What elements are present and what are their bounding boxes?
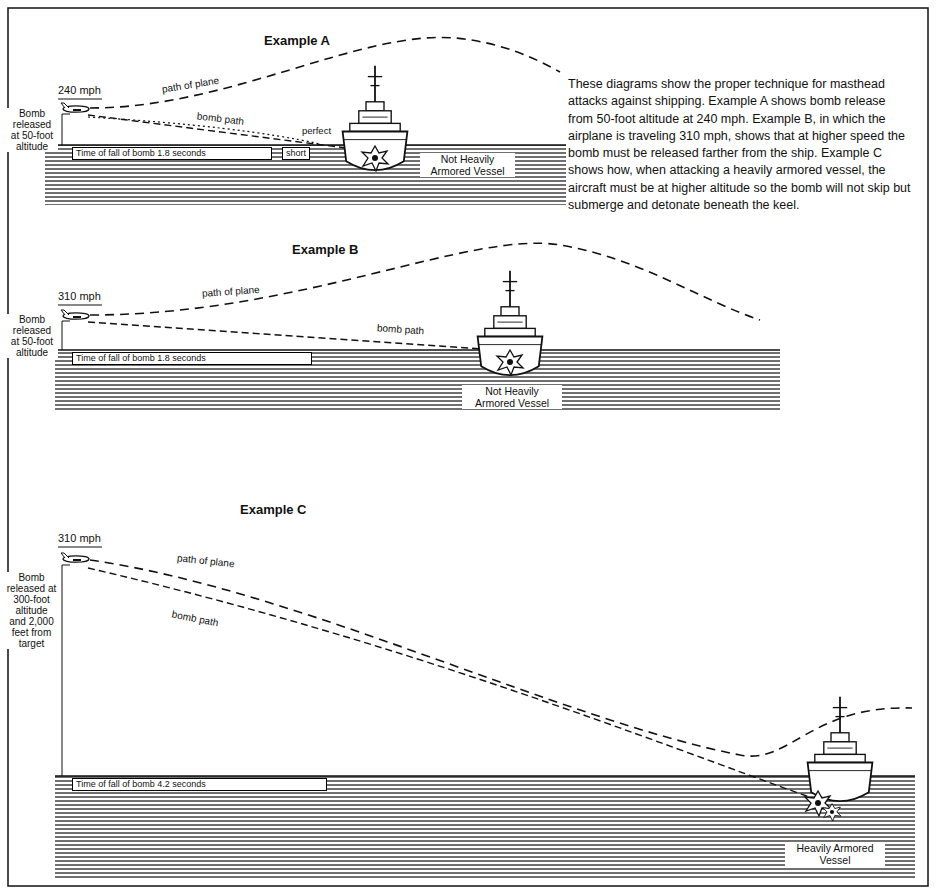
example-title: Example B	[290, 243, 360, 258]
fall-time-bar: Time of fall of bomb 1.8 seconds	[72, 147, 272, 160]
vessel-label: Not Heavily Armored Vessel	[462, 385, 562, 409]
plane	[61, 310, 89, 319]
path-label: bomb path	[194, 110, 246, 128]
example-title: Example A	[262, 34, 332, 49]
bomb-path	[88, 322, 497, 350]
sea	[55, 350, 780, 412]
speed-label: 240 mph	[56, 84, 103, 97]
altitude-bracket	[62, 565, 63, 776]
release-note: Bomb released at 50-foot altitude	[6, 314, 58, 358]
short-label: short	[282, 147, 310, 160]
path-label: bomb path	[375, 322, 427, 337]
speed-label: 310 mph	[56, 290, 103, 303]
release-note: Bomb released at 50-foot altitude	[6, 108, 58, 152]
description-note: These diagrams show the proper technique…	[566, 76, 914, 214]
explosion	[362, 146, 388, 171]
altitude-bracket	[62, 114, 63, 145]
path-label: bomb path	[169, 608, 222, 629]
aim-label: perfect	[300, 126, 333, 137]
plane	[61, 553, 89, 562]
speed-line	[58, 546, 102, 547]
example-title: Example C	[238, 503, 308, 518]
speed-line	[58, 304, 102, 305]
path-label: path of plane	[200, 284, 262, 300]
path-label: path of plane	[174, 552, 237, 570]
explosion	[823, 804, 841, 822]
vessel-label: Heavily Armored Vessel	[785, 842, 885, 866]
ship	[343, 66, 408, 170]
plane-path	[90, 560, 912, 756]
fall-time-bar: Time of fall of bomb 1.8 seconds	[72, 352, 312, 365]
path-label: path of plane	[159, 74, 222, 95]
vessel-label: Not Heavily Armored Vessel	[420, 153, 515, 177]
fall-time-bar: Time of fall of bomb 4.2 seconds	[72, 778, 327, 791]
ship	[478, 271, 543, 375]
speed-line	[58, 98, 102, 99]
frame	[8, 8, 928, 886]
altitude-bracket	[62, 321, 63, 350]
speed-label: 310 mph	[56, 532, 103, 545]
bomb-path	[88, 568, 812, 798]
release-note: Bomb released at 300-foot altitude and 2…	[4, 572, 59, 649]
plane	[61, 103, 89, 112]
explosion	[497, 350, 523, 375]
plane-path	[90, 243, 760, 320]
ship	[808, 697, 873, 801]
sea	[55, 776, 915, 880]
sea	[45, 145, 630, 205]
